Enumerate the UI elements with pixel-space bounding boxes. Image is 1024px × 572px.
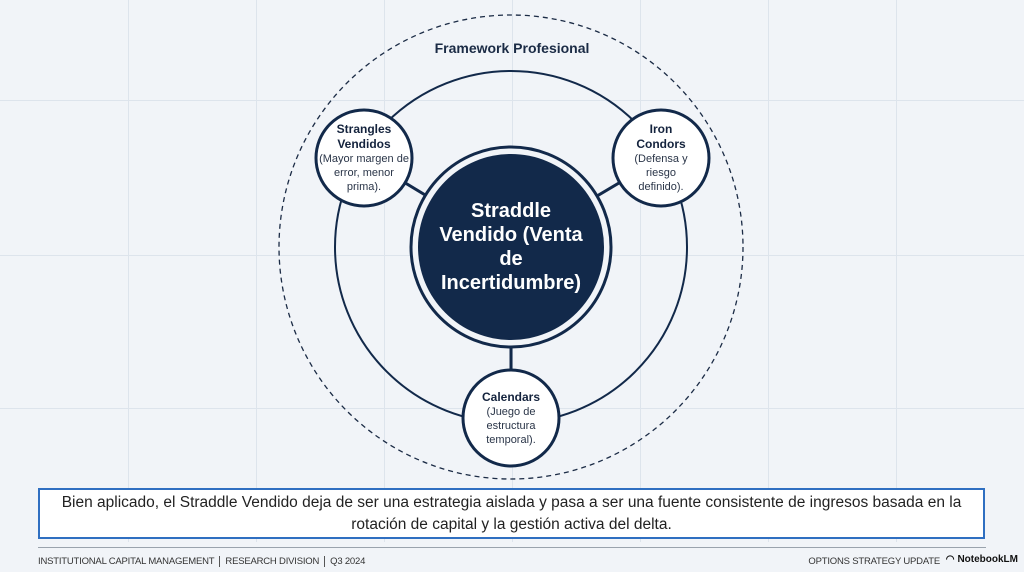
node-iron-condors: Iron Condors (Defensa y riesgo definido)… [613,110,709,206]
footer-period: Q3 2024 [330,556,366,568]
node-strangles: Strangles Vendidos (Mayor margen de erro… [316,110,412,206]
center-node: Straddle Vendido (Venta de Incertidumbre… [411,147,611,347]
node-calendars: Calendars (Juego de estructura temporal)… [463,370,559,466]
diagram-title: Framework Profesional [434,40,590,56]
footer-divider [38,547,986,548]
node-title: Iron Condors [636,122,686,151]
node-circle-condors [611,108,711,208]
node-circle-calendars [461,368,561,468]
node-desc: (Defensa y riesgo definido). [634,153,688,193]
caption-text: Bien aplicado, el Straddle Vendido deja … [61,493,962,533]
footer-division: RESEARCH DIVISION [225,556,320,568]
footer-right: OPTIONS STRATEGY UPDATE [808,556,940,567]
footer-left: INSTITUTIONAL CAPITAL MANAGEMENT RESEARCH… [38,556,365,567]
notebooklm-brand: ◠NotebookLM [946,554,1018,565]
notebooklm-logo-icon: ◠ [945,554,955,565]
node-circle-strangles [314,108,414,208]
caption-box: Bien aplicado, el Straddle Vendido deja … [38,488,985,539]
node-title: Calendars [481,389,541,404]
center-circle [418,154,604,340]
node-desc: (Juego de estructura temporal). [486,405,536,446]
node-desc: (Mayor margen de error, menor prima). [319,153,409,193]
center-label: Straddle Vendido (Venta de Incertidumbre… [439,200,583,294]
footer-org: INSTITUTIONAL CAPITAL MANAGEMENT [38,556,215,568]
node-title: Strangles Vendidos [336,122,392,151]
brand-label: NotebookLM [957,554,1018,565]
outer-dashed-circle [278,14,744,480]
